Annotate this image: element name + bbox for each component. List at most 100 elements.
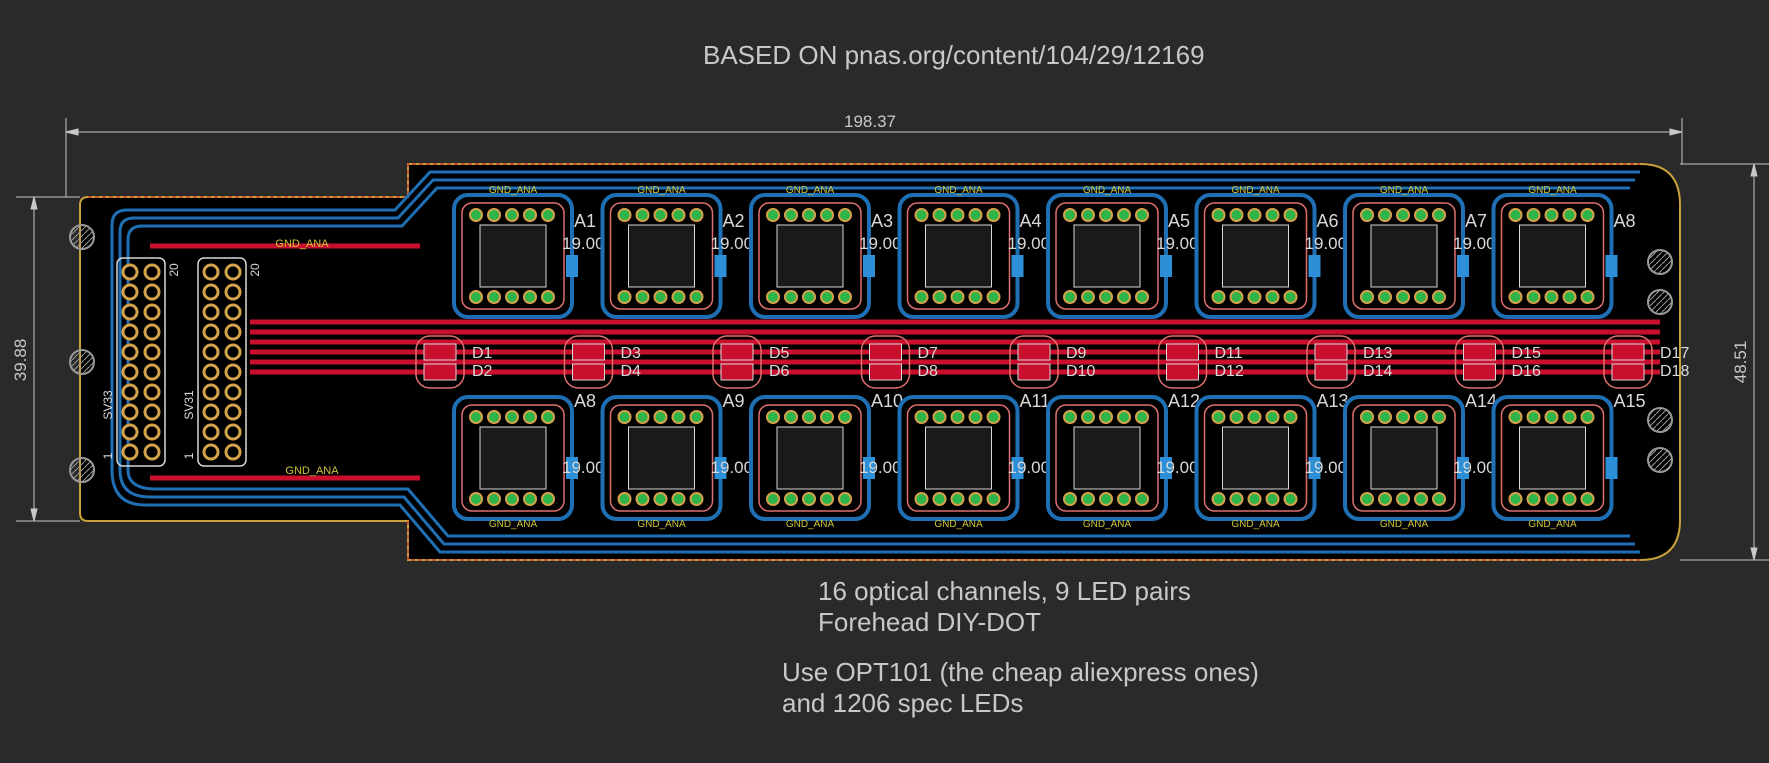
sensor-pad [1396, 208, 1410, 222]
led-1206 [1166, 363, 1199, 381]
sensor-pad [469, 290, 483, 304]
connector-pin [202, 443, 220, 461]
sensor-pad [1432, 410, 1446, 424]
sensor-spacing-label: 19.00 [1156, 458, 1199, 477]
connector-pin [224, 383, 242, 401]
connector-pin [121, 323, 139, 341]
connector-pin [143, 403, 161, 421]
sensor-pad [1283, 410, 1298, 424]
led-1206 [720, 363, 754, 381]
sensor-pad [487, 208, 501, 222]
sensor-pad [986, 410, 1001, 424]
sensor-pad [487, 492, 501, 506]
led-label: D3 [621, 345, 642, 362]
sensor-pad [1211, 492, 1226, 506]
sensor-pad [1211, 208, 1226, 222]
sensor-pad [1247, 410, 1262, 424]
sensor-pad [1211, 290, 1226, 304]
sensor-pad [838, 208, 852, 222]
sensor-label: A4 [1020, 211, 1042, 231]
sensor-spacing-label: 19.00 [859, 234, 902, 253]
sensor-gnd-label: GND_ANA [1380, 519, 1429, 530]
net-label-gnd-bottom: GND_ANA [285, 465, 339, 477]
sensor-pad [914, 290, 929, 304]
reference-note: BASED ON pnas.org/content/104/29/12169 [703, 40, 1205, 70]
sensor-pad [1414, 290, 1428, 304]
sensor-pad [1432, 492, 1446, 506]
sensor-pad [932, 290, 947, 304]
top-copper-traces [150, 243, 1660, 481]
sensor-pad [1544, 208, 1559, 222]
opt101-sensor: A4 19.00 GND_ANA [897, 185, 1051, 319]
sensor-pad [784, 410, 798, 424]
sensor-pad [635, 410, 650, 424]
connector-pin [202, 343, 220, 361]
sensor-pad [1526, 290, 1541, 304]
sensor-pad [671, 208, 686, 222]
sensor-pad [986, 208, 1001, 222]
sensor-pad [1360, 208, 1374, 222]
smd-capacitor [1457, 255, 1469, 277]
connector-sv31: SV31 20 1 [182, 257, 262, 467]
sensor-spacing-label: 19.00 [562, 458, 605, 477]
sensor-pad [968, 290, 983, 304]
led-label: D7 [918, 345, 939, 362]
mounting-holes [69, 224, 1673, 483]
connector-pin [143, 383, 161, 401]
sensor-gnd-label: GND_ANA [1083, 519, 1132, 530]
smd-capacitor [1160, 457, 1172, 479]
connector-pin [224, 443, 242, 461]
sensor-pad [1508, 290, 1523, 304]
connector-pin [121, 363, 139, 381]
sensor-pad [1229, 290, 1244, 304]
connector-pin [202, 303, 220, 321]
sensor-pad [950, 290, 965, 304]
sensor-gnd-label: GND_ANA [934, 185, 983, 196]
sensor-pad [914, 208, 929, 222]
sensor-pad [932, 492, 947, 506]
dimension-height-left: 39.88 [11, 339, 30, 382]
sensor-pad [784, 208, 798, 222]
sensor-pad [523, 290, 537, 304]
sensor-pad [838, 290, 852, 304]
sensor-pad [469, 492, 483, 506]
sensor-pad [671, 492, 686, 506]
sensor-pad [968, 208, 983, 222]
connector-pin [224, 263, 242, 281]
sensor-pad [1562, 492, 1577, 506]
sensor-pad [1265, 290, 1280, 304]
led-1206 [423, 343, 457, 361]
sensor-pad [523, 208, 537, 222]
sensor-pad [689, 208, 704, 222]
smd-capacitor [566, 255, 578, 277]
sensor-spacing-label: 19.00 [562, 234, 605, 253]
sensor-label: A15 [1614, 391, 1646, 411]
sensor-pad [653, 410, 668, 424]
sensor-pad [1265, 410, 1280, 424]
sensor-pad [1378, 290, 1392, 304]
sensor-pad [469, 208, 483, 222]
sensor-pad [1526, 410, 1541, 424]
sensor-pad [653, 208, 668, 222]
led-1206 [720, 343, 754, 361]
sensor-pad [1135, 208, 1149, 222]
sensor-pad [1099, 410, 1113, 424]
connector-pin [121, 343, 139, 361]
led-label: D11 [1215, 345, 1243, 362]
sensor-label: A3 [871, 211, 893, 231]
sensor-pad [689, 290, 704, 304]
sensor-pad [1526, 492, 1541, 506]
sensor-gnd-label: GND_ANA [489, 185, 538, 196]
led-label: D8 [918, 363, 939, 380]
sensor-gnd-label: GND_ANA [786, 519, 835, 530]
sensor-spacing-label: 19.00 [1008, 234, 1051, 253]
smd-capacitor [1308, 457, 1321, 479]
connector-pin [121, 383, 139, 401]
sensor-pad [950, 208, 965, 222]
led-label: D13 [1363, 345, 1392, 362]
sensor-pad [1063, 290, 1077, 304]
